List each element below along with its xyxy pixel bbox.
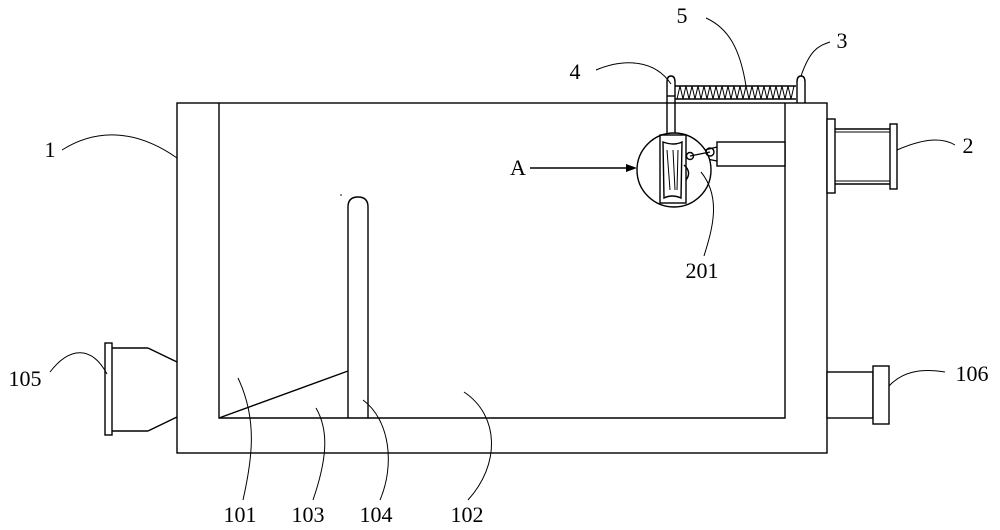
- label-partition: 104: [360, 502, 393, 527]
- label-inlet: 105: [9, 366, 42, 391]
- cylinder: [826, 118, 898, 194]
- label-piston-rod: 201: [686, 258, 719, 283]
- label-detail-a: A: [510, 155, 526, 180]
- outlet-pipe: [826, 365, 890, 425]
- inlet-pipe: [104, 342, 178, 436]
- label-sloped-floor: 103: [292, 502, 325, 527]
- label-post: 3: [837, 28, 848, 53]
- leader-lines: [49, 17, 956, 501]
- post: [796, 75, 806, 103]
- tank: [176, 102, 828, 454]
- spring: [675, 85, 796, 100]
- detail-circle: [636, 132, 715, 208]
- label-cylinder: 2: [963, 133, 974, 158]
- label-lever: 4: [570, 59, 581, 84]
- arrow-a: [530, 164, 637, 172]
- piston-rod: [696, 141, 786, 167]
- label-chamber-right: 102: [451, 502, 484, 527]
- label-tank: 1: [45, 137, 56, 162]
- partition-plate: [347, 196, 369, 418]
- label-chamber-left: 101: [224, 502, 257, 527]
- sloped-floor: [218, 370, 349, 419]
- label-spring: 5: [677, 3, 688, 28]
- small-mark: [340, 194, 342, 196]
- label-outlet: 106: [956, 361, 989, 386]
- lever: [666, 75, 676, 140]
